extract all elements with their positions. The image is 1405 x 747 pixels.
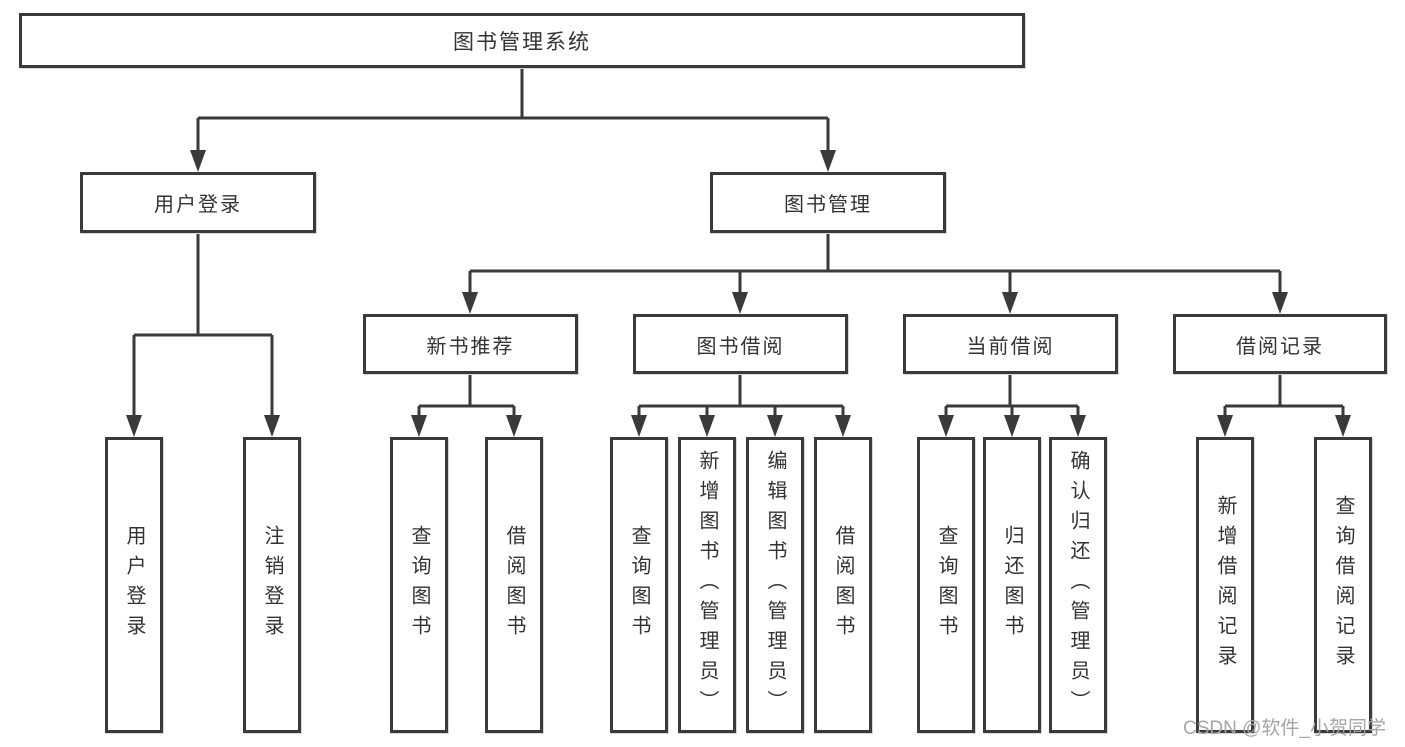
leaf-user-login: 用户登录 (105, 437, 163, 733)
leaf-confirm-return-admin: 确认归还（管理员） (1049, 437, 1107, 733)
arrowhead (938, 415, 954, 437)
arrowhead (462, 292, 478, 314)
arrowhead (126, 415, 142, 437)
leaf-borrow-books-2: 借阅图书 (814, 437, 872, 733)
arrowhead (1217, 415, 1233, 437)
arrowhead (631, 415, 647, 437)
leaf-return-book: 归还图书 (983, 437, 1041, 733)
arrowhead (1002, 292, 1018, 314)
node-new-book-recommend: 新书推荐 (363, 314, 578, 374)
arrowhead (411, 415, 427, 437)
connector-line (637, 374, 845, 417)
node-book-management: 图书管理 (710, 172, 946, 233)
leaf-add-borrow-record: 新增借阅记录 (1196, 437, 1254, 733)
arrowhead (835, 415, 851, 437)
arrowhead (732, 292, 748, 314)
arrowhead (1272, 292, 1288, 314)
arrowhead (767, 415, 783, 437)
arrowhead (190, 150, 206, 172)
connector-records-to-leaves (1217, 374, 1351, 437)
arrowhead (1335, 415, 1351, 437)
connector-user-login-to-leaves (126, 233, 280, 437)
csdn-watermark: CSDN @软件_小贺同学 (1183, 718, 1386, 739)
leaf-query-books-1: 查询图书 (390, 437, 448, 733)
leaf-edit-book-admin: 编辑图书（管理员） (746, 437, 804, 733)
node-user-login: 用户登录 (80, 172, 316, 233)
connector-line (944, 374, 1080, 417)
arrowhead (506, 415, 522, 437)
leaf-logout: 注销登录 (243, 437, 301, 733)
connector-borrow-to-leaves (631, 374, 851, 437)
connector-current-to-leaves (938, 374, 1086, 437)
connector-new-book-to-leaves (411, 374, 522, 437)
leaf-query-books-3: 查询图书 (917, 437, 975, 733)
leaf-add-book-admin: 新增图书（管理员） (678, 437, 736, 733)
connector-line (417, 374, 516, 417)
arrowhead (1070, 415, 1086, 437)
arrowhead (1004, 415, 1020, 437)
node-root: 图书管理系统 (19, 13, 1025, 68)
connector-line (196, 68, 830, 151)
connector-line (468, 233, 1282, 293)
leaf-query-books-2: 查询图书 (610, 437, 668, 733)
leaf-borrow-books-1: 借阅图书 (485, 437, 543, 733)
arrowhead (820, 150, 836, 172)
connector-line (132, 233, 274, 416)
connector-root-to-branches (190, 68, 836, 172)
leaf-query-borrow-record: 查询借阅记录 (1314, 437, 1372, 733)
arrowhead (264, 415, 280, 437)
connector-book-management-to-sections (462, 233, 1288, 314)
node-borrow-records: 借阅记录 (1173, 314, 1387, 374)
node-current-borrow: 当前借阅 (903, 314, 1118, 374)
node-book-borrow: 图书借阅 (633, 314, 848, 374)
arrowhead (699, 415, 715, 437)
connector-line (1223, 374, 1345, 417)
